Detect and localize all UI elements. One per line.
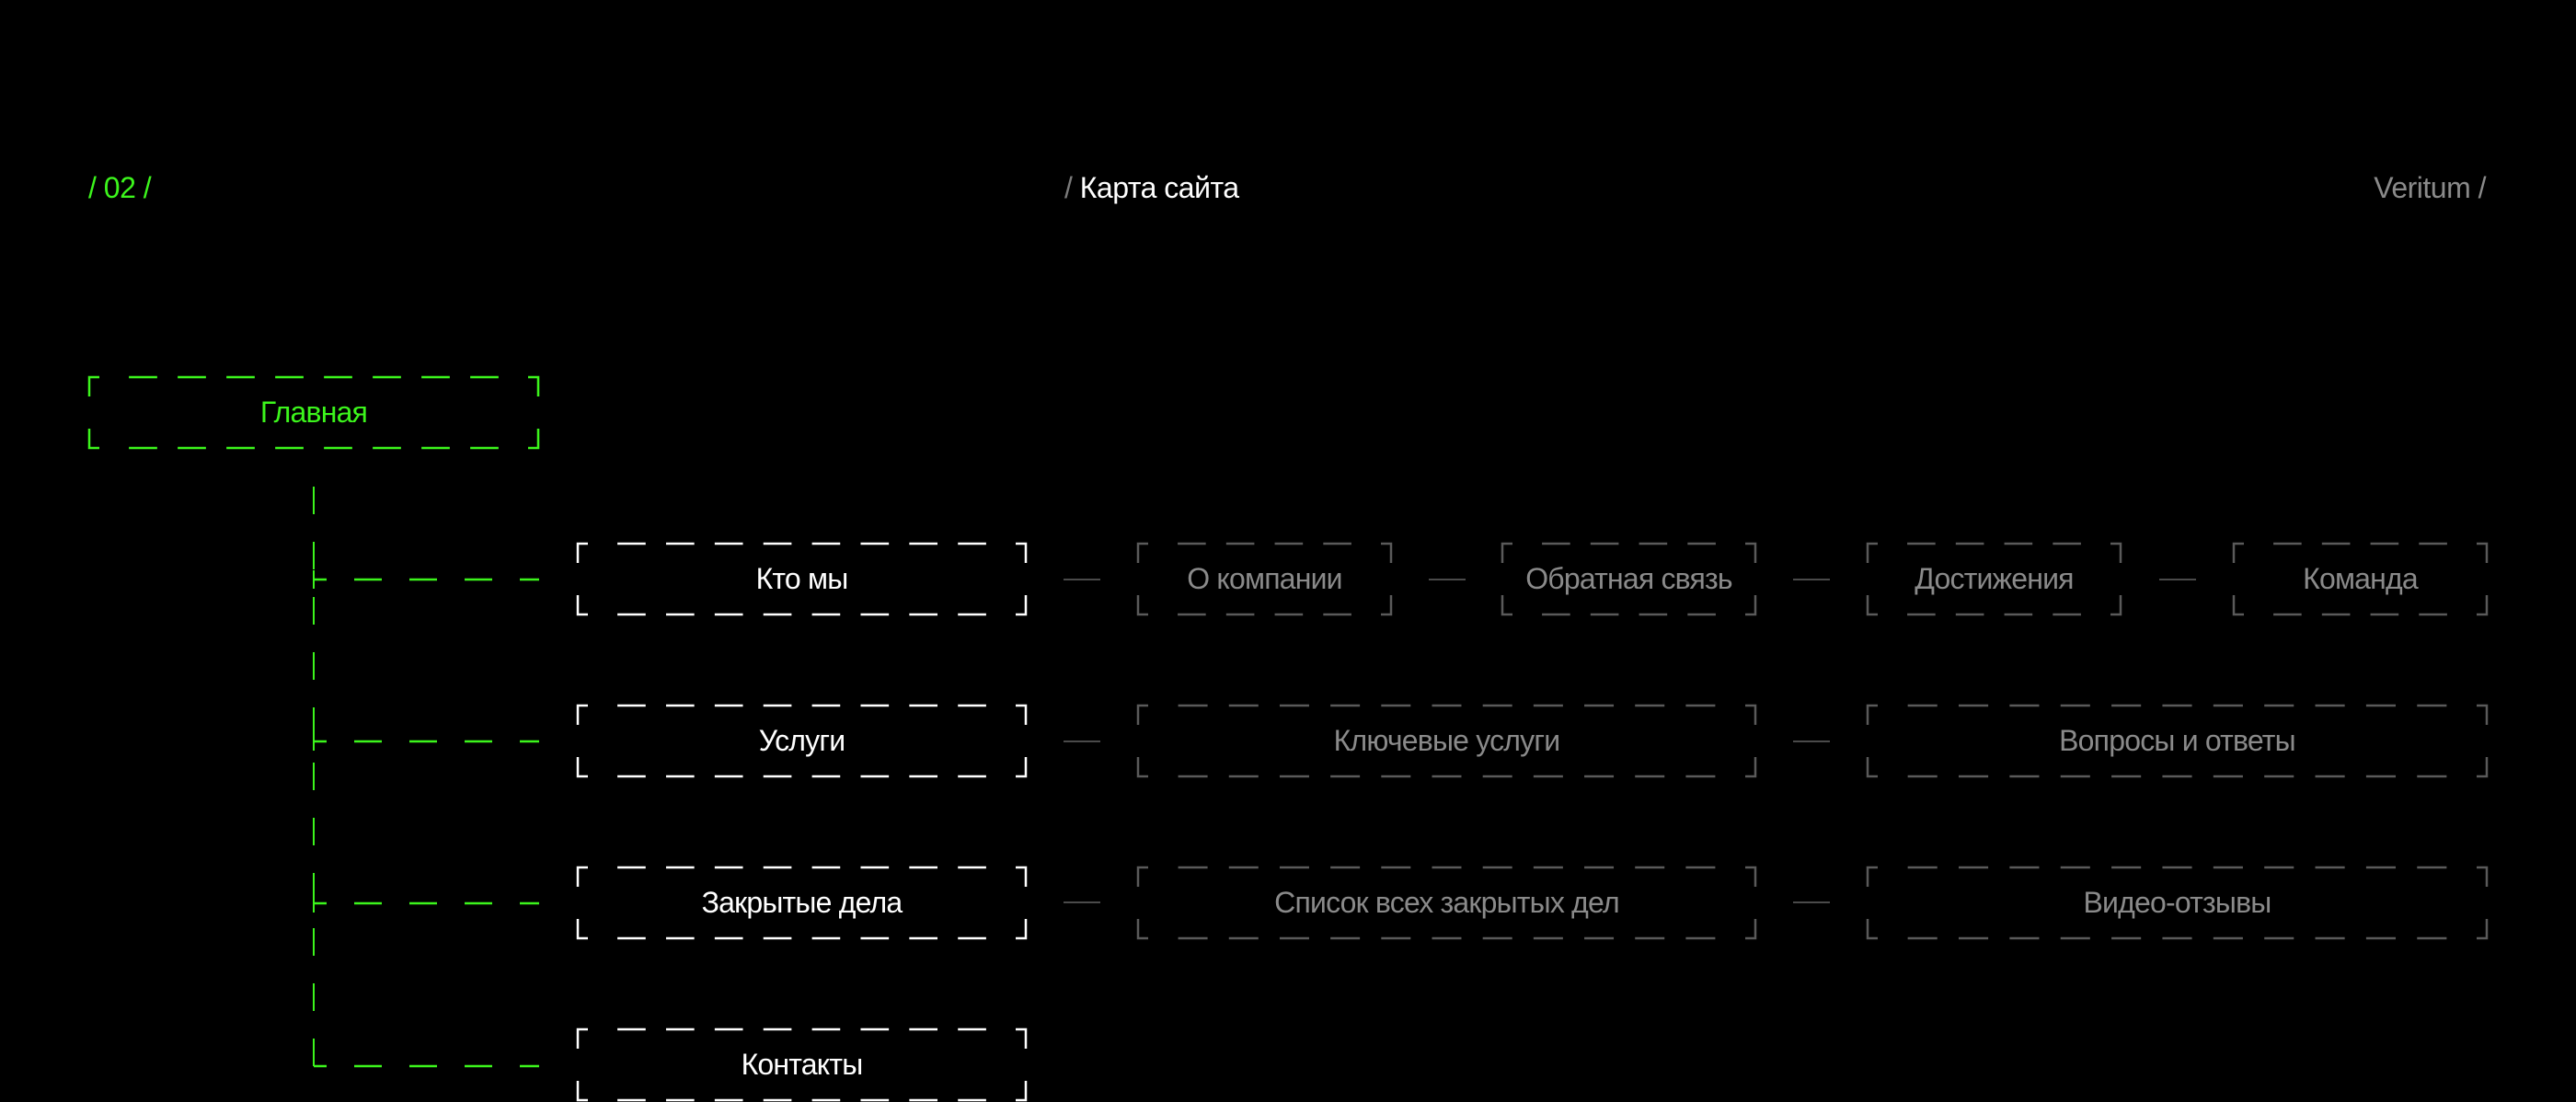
dashed-frame <box>576 704 1028 778</box>
dashed-frame <box>1136 866 1757 940</box>
connector <box>1064 740 1100 742</box>
dashed-frame <box>1866 704 2489 778</box>
slash: / <box>1064 171 1073 204</box>
page-title-text: Карта сайта <box>1079 171 1239 204</box>
node-label: Закрытые дела <box>701 886 903 919</box>
node-section-contacts[interactable]: Контакты <box>576 1027 1028 1102</box>
dashed-frame <box>576 542 1028 616</box>
dashed-frame <box>87 375 540 450</box>
node-label: Главная <box>259 396 368 429</box>
brand: Veritum / <box>2374 167 2486 208</box>
node-achievements[interactable]: Достижения <box>1866 542 2122 616</box>
connector <box>1429 579 1466 580</box>
connector <box>1064 579 1100 580</box>
node-label: Видео-отзывы <box>2083 886 2272 919</box>
dashed-frame <box>1501 542 1757 616</box>
slash: / <box>143 171 152 204</box>
node-faq[interactable]: Вопросы и ответы <box>1866 704 2489 778</box>
node-label: Обратная связь <box>1525 562 1732 595</box>
section-number: / 02 / <box>88 167 152 208</box>
connector <box>2159 579 2196 580</box>
tree-branch-4 <box>313 1049 539 1068</box>
node-label: Список всех закрытых дел <box>1274 886 1619 919</box>
tree-branch-3 <box>313 894 539 913</box>
section-number-value: 02 <box>103 171 136 204</box>
node-root[interactable]: Главная <box>87 375 540 450</box>
node-section-closed-cases[interactable]: Закрытые дела <box>576 866 1028 940</box>
node-video-reviews[interactable]: Видео-отзывы <box>1866 866 2489 940</box>
connector <box>1793 579 1830 580</box>
tree-branch-2 <box>313 732 539 751</box>
node-label: Вопросы и ответы <box>2059 724 2296 757</box>
node-key-services[interactable]: Ключевые услуги <box>1136 704 1757 778</box>
dashed-frame <box>1136 704 1757 778</box>
node-label: Достижения <box>1915 562 2074 595</box>
slash: / <box>2478 171 2487 204</box>
node-label: О компании <box>1187 562 1342 595</box>
slash: / <box>88 171 97 204</box>
node-section-who-we-are[interactable]: Кто мы <box>576 542 1028 616</box>
dashed-frame <box>2232 542 2489 616</box>
dashed-frame <box>576 1027 1028 1102</box>
dashed-frame <box>1866 866 2489 940</box>
node-label: Услуги <box>758 724 845 757</box>
dashed-frame <box>576 866 1028 940</box>
node-about-company[interactable]: О компании <box>1136 542 1393 616</box>
node-label: Команда <box>2303 562 2419 595</box>
connector <box>1793 901 1830 903</box>
node-label: Ключевые услуги <box>1333 724 1560 757</box>
node-label: Контакты <box>741 1048 864 1081</box>
dashed-frame <box>1866 542 2122 616</box>
node-label: Кто мы <box>755 562 849 595</box>
connector <box>1064 901 1100 903</box>
node-team[interactable]: Команда <box>2232 542 2489 616</box>
tree-branch-1 <box>313 570 539 589</box>
node-section-services[interactable]: Услуги <box>576 704 1028 778</box>
brand-name[interactable]: Veritum <box>2374 171 2471 204</box>
connector <box>1793 740 1830 742</box>
page-title: / Карта сайта <box>1064 167 1239 208</box>
dashed-frame <box>1136 542 1393 616</box>
node-feedback[interactable]: Обратная связь <box>1501 542 1757 616</box>
node-all-closed-cases[interactable]: Список всех закрытых дел <box>1136 866 1757 940</box>
